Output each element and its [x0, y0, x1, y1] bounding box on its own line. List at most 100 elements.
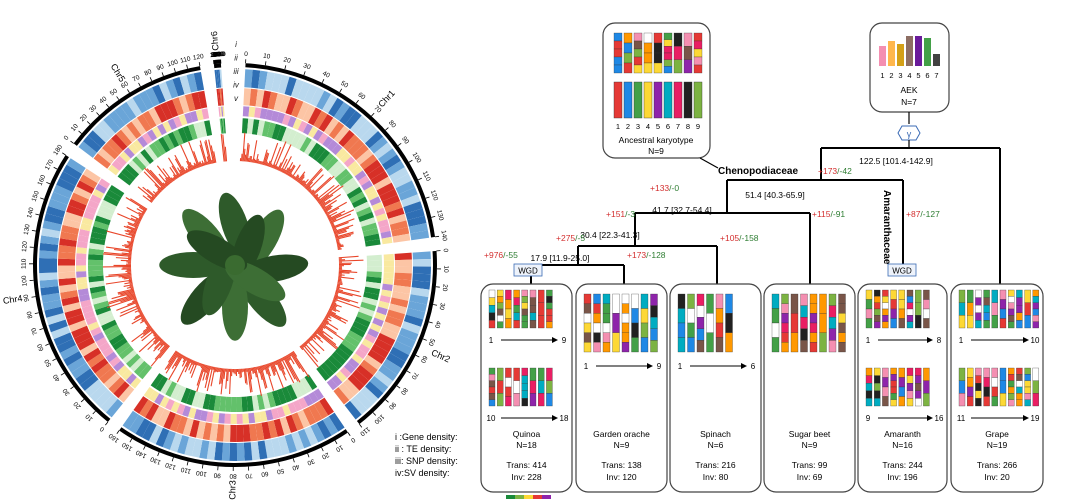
gene-density-track-cell: [97, 119, 116, 138]
gain-count: +173: [818, 166, 837, 176]
gene-density-track-cell: [199, 440, 210, 459]
sv-density-track-cell: [128, 159, 143, 175]
chromosome-segment: [771, 308, 780, 324]
gene-density-track-cell: [87, 130, 106, 148]
te-density-track-cell: [58, 245, 77, 254]
chromosome-segment: [1008, 367, 1015, 375]
chromosome-segment: [975, 375, 982, 384]
track-numeral: i: [235, 40, 237, 49]
tick-label: 70: [213, 51, 221, 59]
chromosome-label: Chr2: [430, 347, 452, 364]
sv-bar: [126, 240, 134, 244]
family-arrow: [699, 157, 719, 169]
sv-bar: [333, 298, 360, 309]
sv-density-track-cell: [356, 311, 373, 323]
gene-density-track-cell: [364, 131, 384, 149]
snp-density-track-cell: [148, 390, 160, 402]
chromosome-segment: [958, 380, 966, 394]
sv-density-track-cell: [349, 325, 366, 338]
sv-bar: [193, 162, 197, 169]
te-density-track-cell: [61, 296, 80, 307]
sv-bar: [185, 167, 189, 173]
chromosome-segment: [497, 380, 504, 394]
te-density-track-cell: [376, 182, 395, 196]
sv-bar: [329, 307, 337, 312]
sv-bar: [311, 334, 316, 338]
chromosome-segment: [497, 367, 504, 381]
chromosome-segment: [975, 383, 982, 391]
te-density-track-cell: [249, 88, 258, 107]
sv-bar: [169, 166, 178, 179]
family-label-amaranthaceae: Amaranthaceae: [881, 190, 892, 265]
sv-density-track-cell: [129, 357, 145, 372]
sv-bar: [278, 358, 285, 370]
sv-bar: [283, 356, 299, 382]
sv-bar: [215, 367, 218, 372]
chromosome-segment: [677, 308, 686, 324]
chromosome-segment: [915, 398, 922, 407]
snp-density-track-cell: [367, 328, 379, 339]
gain-loss-label: +173/-42: [818, 166, 852, 176]
sv-bar: [124, 230, 136, 235]
sv-bar: [298, 176, 305, 184]
track-numeral: ii: [234, 54, 238, 63]
chromosome-segment: [650, 328, 658, 341]
sv-density-track-cell: [90, 290, 107, 300]
sv-density-track-cell: [94, 215, 111, 226]
sv-bar: [142, 186, 156, 199]
chromosome-segment: [923, 318, 930, 329]
te-density-track-cell: [58, 251, 76, 260]
chromosome-ideogram: [356, 250, 437, 425]
gene-density-track-cell: [191, 438, 203, 458]
sv-bar: [138, 214, 143, 218]
chromosome-segment: [521, 321, 528, 329]
chromosome-segment: [683, 46, 693, 60]
chromosome-segment: [923, 308, 930, 319]
chromosome-segment: [898, 367, 905, 378]
sv-density-track-cell: [101, 319, 118, 332]
sv-bar: [312, 194, 316, 197]
tick-mark: [434, 235, 440, 238]
tick-label: 100: [195, 469, 207, 478]
snp-density-track-cell: [224, 413, 231, 424]
sv-density-track-cell: [276, 125, 287, 142]
chromosome-segment: [923, 393, 930, 407]
te-density-track-cell: [216, 88, 220, 106]
sv-bar: [131, 316, 145, 325]
sv-bar: [306, 186, 311, 191]
sv-bar: [337, 248, 342, 250]
gene-density-track-cell: [56, 338, 76, 354]
chromosome-segment: [633, 64, 643, 74]
chromosome-ideogram: [119, 427, 348, 467]
sv-bar: [126, 229, 137, 234]
snp-density-track-cell: [151, 126, 162, 138]
gene-density-track-cell: [398, 327, 419, 342]
tick-label: 10: [70, 123, 80, 133]
sv-density-track-cell: [251, 119, 260, 135]
snp-density-track-cell: [89, 194, 102, 205]
range-start: 11: [957, 414, 966, 423]
sv-density-track-cell: [299, 136, 312, 153]
chromosome-segment: [1016, 305, 1023, 313]
sv-bar: [190, 359, 193, 364]
tick-mark: [105, 421, 109, 426]
snp-density-track-cell: [378, 300, 390, 310]
tick-label: 130: [23, 223, 32, 235]
sv-bar: [177, 167, 183, 176]
gene-density-track-cell: [40, 235, 60, 245]
te-density-track-cell: [58, 277, 77, 286]
sv-density-track-cell: [90, 231, 107, 241]
sv-density-track-cell: [351, 196, 368, 209]
chromosome-segment: [521, 398, 528, 407]
snp-density-track-cell: [95, 336, 108, 348]
gene-density-track-cell: [83, 135, 102, 153]
chromosome-segment: [967, 289, 974, 303]
sv-bar: [117, 213, 140, 224]
snp-density-track-cell: [90, 326, 102, 337]
sv-density-track-cell: [92, 295, 108, 305]
chromosome-segment: [621, 332, 630, 343]
te-density-track-cell: [142, 110, 157, 129]
chromosome-segment: [882, 302, 889, 310]
sv-density-track-cell: [213, 395, 222, 412]
te-density-track-cell: [386, 207, 405, 219]
